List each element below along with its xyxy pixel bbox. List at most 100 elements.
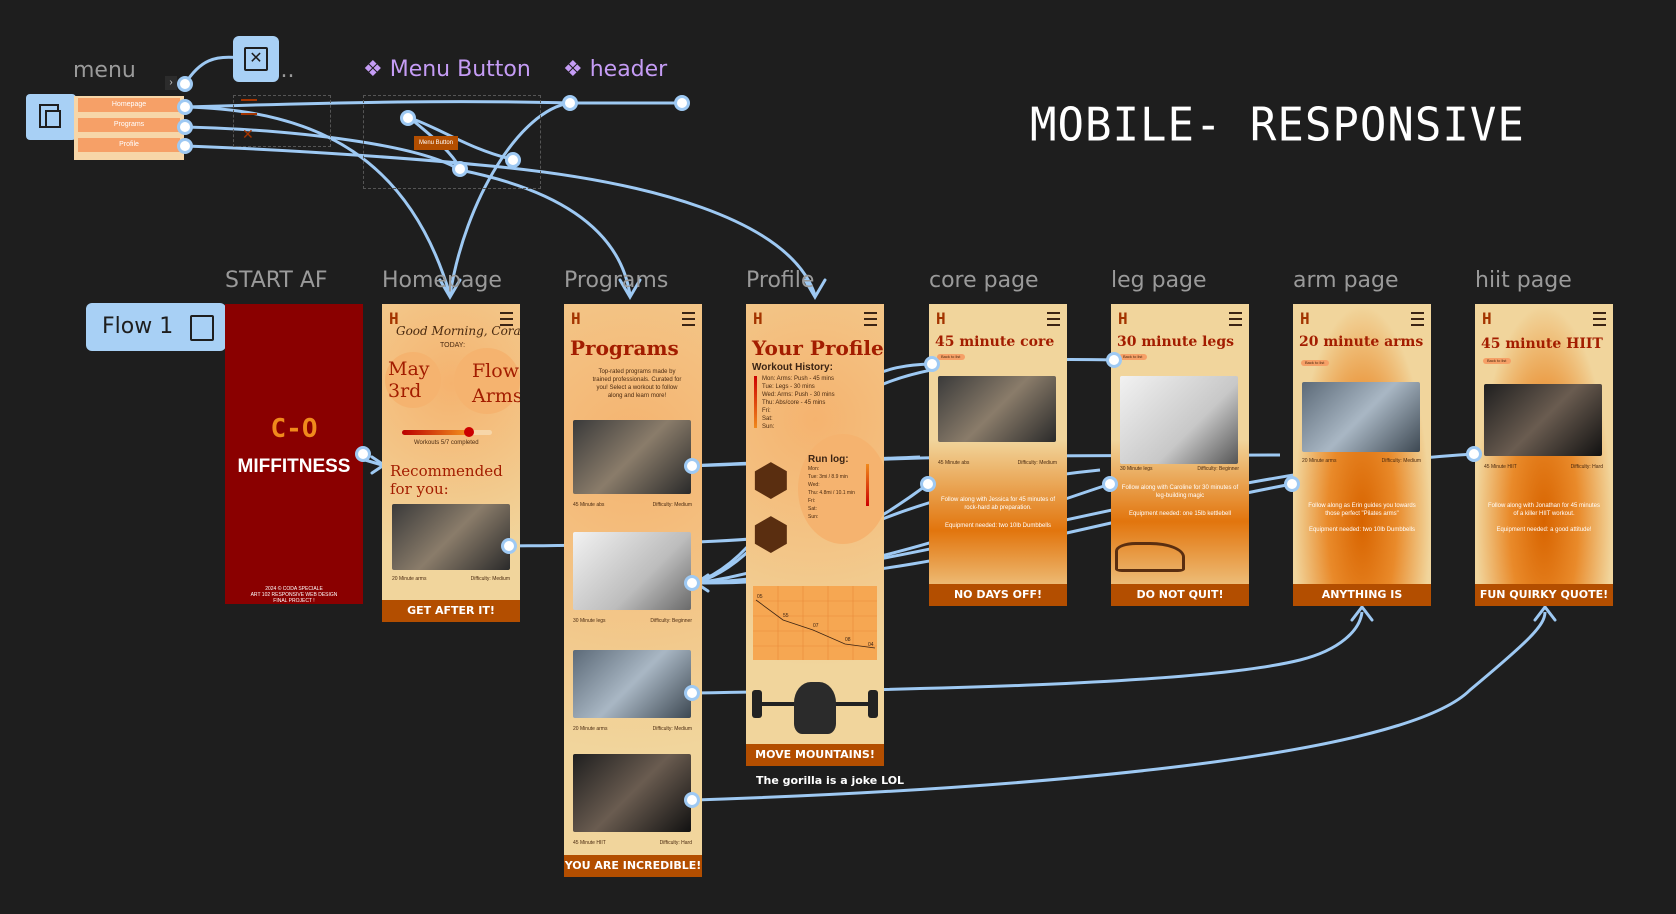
frame-label-hiit[interactable]: hiit page xyxy=(1475,268,1572,293)
logo-icon[interactable]: H xyxy=(571,309,581,328)
connection-handle[interactable] xyxy=(684,575,700,591)
card-name: 20 Minute arms xyxy=(392,576,427,582)
hiit-card-name: 45 Minute HIIT xyxy=(1484,464,1517,470)
arm-card-difficulty: Difficulty: Medium xyxy=(1381,458,1421,464)
menu-icon[interactable] xyxy=(241,99,257,115)
connection-handle[interactable] xyxy=(1284,476,1300,492)
menu-item-profile[interactable]: Profile xyxy=(78,138,180,152)
menu-icon[interactable] xyxy=(864,312,877,326)
leg-title: 30 minute legs xyxy=(1117,334,1234,350)
close-x-icon[interactable]: ✕ xyxy=(242,126,254,142)
header-component-label[interactable]: ❖ header xyxy=(563,57,668,82)
connection-handle[interactable] xyxy=(177,138,193,154)
frame-label-arm[interactable]: arm page xyxy=(1293,268,1399,293)
connection-handle[interactable] xyxy=(400,110,416,126)
back-to-list-button[interactable]: Back to list xyxy=(1119,354,1147,360)
flow-text: Flow: Arms xyxy=(472,360,520,407)
frame-label-profile[interactable]: Profile xyxy=(746,268,815,293)
overlay-trigger-button[interactable] xyxy=(26,94,76,140)
menu-icon[interactable] xyxy=(1229,312,1242,326)
recommended-heading: Recommended for you: xyxy=(390,462,503,498)
flow-starting-point[interactable]: Flow 1 xyxy=(86,303,226,351)
history-tue: Tue: Legs - 30 mins xyxy=(762,384,815,390)
program-card-legs-name: 30 Minute legs xyxy=(573,618,606,624)
back-to-list-button[interactable]: Back to list xyxy=(937,354,965,360)
menu-icon[interactable] xyxy=(1047,312,1060,326)
close-overlay-button[interactable]: ✕ xyxy=(233,36,279,82)
back-to-list-button[interactable]: Back to list xyxy=(1301,360,1329,366)
logo-icon[interactable]: H xyxy=(1482,309,1492,328)
logo-icon[interactable]: H xyxy=(1300,309,1310,328)
chevron-right-icon[interactable]: › xyxy=(165,76,177,90)
core-footer: NO DAYS OFF! xyxy=(929,584,1067,606)
connection-handle[interactable] xyxy=(452,161,468,177)
connection-handle[interactable] xyxy=(924,356,940,372)
leg-card-name: 30 Minute legs xyxy=(1120,466,1153,472)
back-to-list-button[interactable]: Back to list xyxy=(1483,358,1511,364)
menu-button-component-frame[interactable]: Menu Button xyxy=(363,95,541,189)
connection-handle[interactable] xyxy=(177,99,193,115)
frame-label-leg[interactable]: leg page xyxy=(1111,268,1207,293)
programs-frame[interactable]: H Programs Top-rated programs made by tr… xyxy=(564,304,702,877)
core-frame[interactable]: H 45 minute core Back to list 45 Minute … xyxy=(929,304,1067,606)
frame-label-core[interactable]: core page xyxy=(929,268,1039,293)
connection-handle[interactable] xyxy=(684,685,700,701)
progress-knob[interactable] xyxy=(464,427,474,437)
runlog-sat: Sat: xyxy=(808,506,817,512)
logo-icon[interactable]: H xyxy=(753,309,763,328)
connection-handle[interactable] xyxy=(674,95,690,111)
menu-icon[interactable] xyxy=(500,312,513,326)
connection-handle[interactable] xyxy=(562,95,578,111)
logo-icon[interactable]: H xyxy=(936,309,946,328)
leg-footer: DO NOT QUIT! xyxy=(1111,584,1249,606)
leg-equipment: Equipment needed: one 15lb kettlebell xyxy=(1128,511,1232,517)
menu-icon[interactable] xyxy=(1593,312,1606,326)
arm-photo xyxy=(1302,382,1420,452)
runlog-thu: Thu: 4.8mi / 10.1 min xyxy=(808,490,855,496)
program-card-arms-photo[interactable] xyxy=(573,650,691,718)
connection-handle[interactable] xyxy=(684,792,700,808)
menu-icon[interactable] xyxy=(1411,312,1424,326)
connection-handle[interactable] xyxy=(501,538,517,554)
hiit-card-difficulty: Difficulty: Hard xyxy=(1570,464,1603,470)
connection-handle[interactable] xyxy=(355,446,371,462)
menu-frame[interactable]: Homepage Programs Profile xyxy=(74,96,184,160)
icon-variants-frame[interactable]: ✕ xyxy=(233,95,331,147)
program-card-core-photo[interactable] xyxy=(573,420,691,494)
connection-handle[interactable] xyxy=(1466,446,1482,462)
history-sun: Sun: xyxy=(762,424,775,430)
start-frame[interactable]: C-O MIFFITNESS 2024 © CODA SPECIALE ART … xyxy=(225,304,363,604)
connection-handle[interactable] xyxy=(1102,476,1118,492)
profile-frame[interactable]: H Your Profile Workout History: Mon: Arm… xyxy=(746,304,884,766)
program-card-legs-photo[interactable] xyxy=(573,532,691,610)
recommended-photo[interactable] xyxy=(392,504,510,570)
leg-frame[interactable]: H 30 minute legs Back to list 30 Minute … xyxy=(1111,304,1249,606)
logo-icon[interactable]: H xyxy=(1118,309,1128,328)
menu-button[interactable]: Menu Button xyxy=(414,136,458,150)
frame-label-homepage[interactable]: Homepage xyxy=(382,268,502,293)
homepage-frame[interactable]: H Good Morning, Cora! TODAY: May 3rd Flo… xyxy=(382,304,520,622)
profile-caption: The gorilla is a joke LOL xyxy=(756,774,905,787)
credit-line-2: ART 102 RESPONSIVE WEB DESIGN xyxy=(250,592,338,598)
menu-item-homepage[interactable]: Homepage xyxy=(78,98,180,112)
program-card-hiit-photo[interactable] xyxy=(573,754,691,832)
connection-handle[interactable] xyxy=(1106,352,1122,368)
greeting: Good Morning, Cora! xyxy=(396,324,520,338)
logo-icon[interactable]: H xyxy=(389,309,399,328)
connection-handle[interactable] xyxy=(177,76,193,92)
connection-handle[interactable] xyxy=(920,476,936,492)
menu-frame-label[interactable]: menu xyxy=(73,58,136,83)
frame-label-programs[interactable]: Programs xyxy=(564,268,669,293)
connection-handle[interactable] xyxy=(505,152,521,168)
connection-handle[interactable] xyxy=(177,119,193,135)
frame-label-start[interactable]: START AF xyxy=(225,268,328,293)
connection-handle[interactable] xyxy=(684,458,700,474)
menu-icon[interactable] xyxy=(682,312,695,326)
profile-footer: MOVE MOUNTAINS! xyxy=(746,744,884,766)
menu-item-programs[interactable]: Programs xyxy=(78,118,180,132)
hiit-frame[interactable]: H 45 minute HIIT Back to list 45 Minute … xyxy=(1475,304,1613,606)
menu-button-component-label[interactable]: ❖ Menu Button xyxy=(363,57,531,82)
menu-button-label-text: Menu Button xyxy=(389,57,531,82)
arm-frame[interactable]: H 20 minute arms Back to list 20 Minute … xyxy=(1293,304,1431,606)
runlog-sun: Sun: xyxy=(808,514,819,520)
